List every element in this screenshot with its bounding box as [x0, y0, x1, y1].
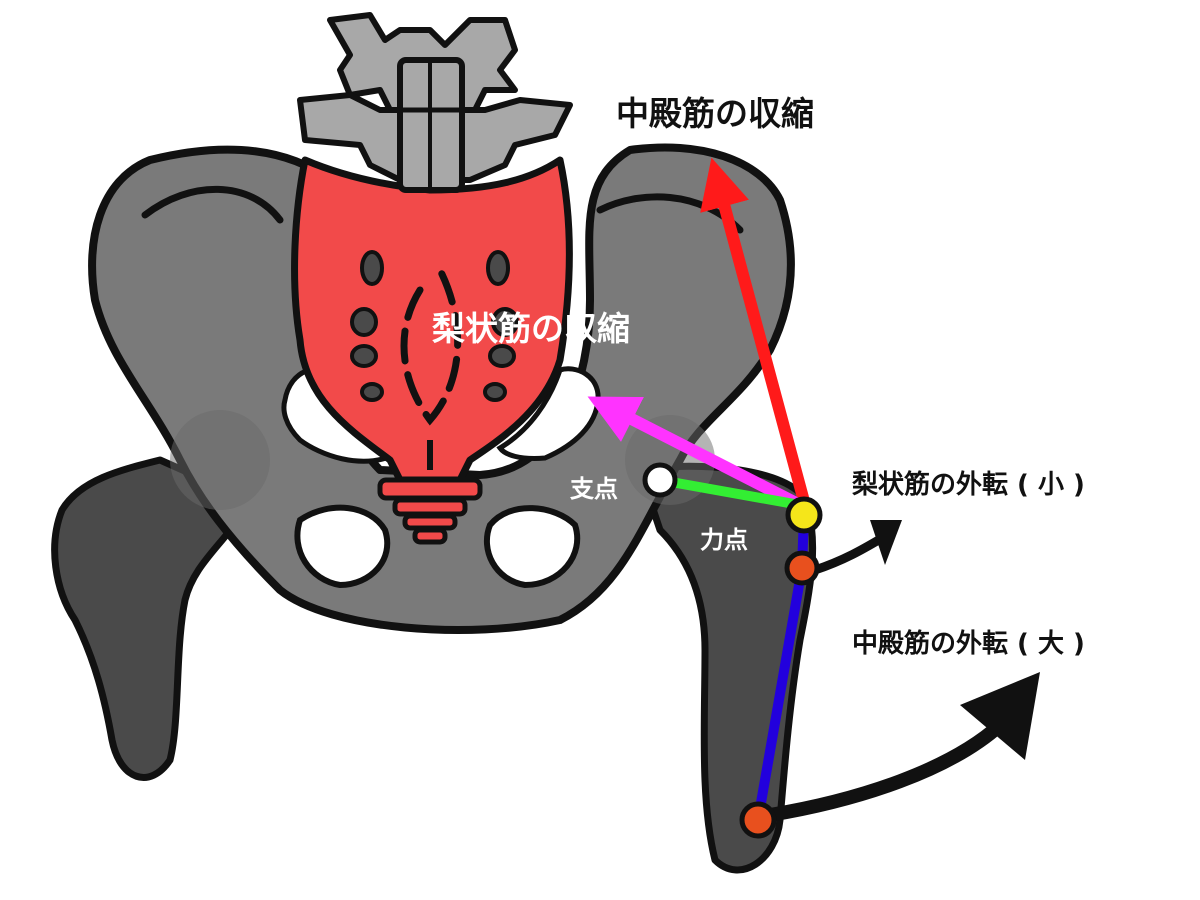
small-curved-arrow — [810, 533, 887, 575]
left-iliac-line — [141, 185, 284, 224]
force-point-dot — [785, 496, 823, 534]
left-hip-joint — [170, 410, 270, 510]
label-fulcrum: 支点 — [570, 475, 618, 503]
fulcrum-dot — [642, 462, 678, 498]
large-arrow-head — [960, 672, 1040, 760]
label-piriformis-contraction: 梨状筋の収縮 — [432, 309, 630, 348]
insertion-dot-lower — [739, 801, 777, 839]
sacral-crest — [400, 266, 462, 426]
gluteus-medius-arrow — [700, 157, 811, 507]
large-curved-arrow — [763, 718, 1007, 822]
right-inlet — [496, 366, 601, 461]
label-gluteus-medius-abduction: 中殿筋の外転 ( 大 ) — [852, 628, 1085, 659]
label-piriformis-abduction: 梨状筋の外転 ( 小 ) — [852, 469, 1085, 500]
left-obturator — [294, 504, 391, 589]
small-arrow-head — [870, 520, 902, 565]
lever-arm — [659, 475, 801, 510]
coccyx — [377, 477, 483, 545]
piriformis-arrow — [587, 396, 803, 511]
label-force-point: 力点 — [700, 526, 748, 554]
sacral-foramina — [350, 250, 519, 402]
insertion-dot-upper — [784, 550, 820, 586]
left-femur — [51, 456, 254, 781]
label-gluteus-medius-contraction: 中殿筋の収縮 — [616, 94, 814, 133]
right-obturator — [483, 505, 581, 589]
femur-axis-line — [753, 567, 807, 821]
